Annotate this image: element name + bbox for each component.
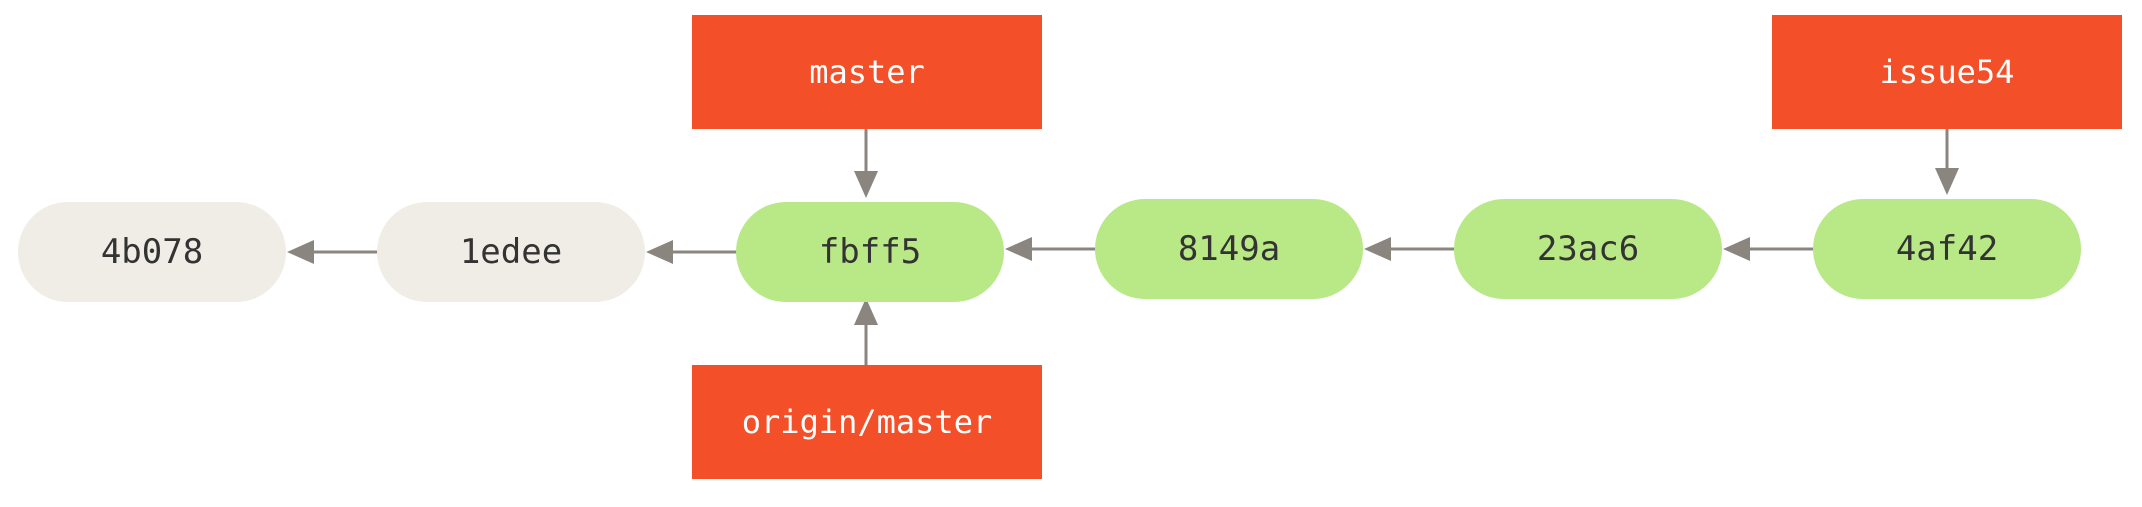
- commit-node-4af42: 4af42: [1813, 199, 2081, 299]
- commit-node-23ac6: 23ac6: [1454, 199, 1722, 299]
- commit-id-label: 4af42: [1895, 229, 1999, 269]
- commit-id-label: 8149a: [1177, 229, 1281, 269]
- parent-link-23ac6-to-8149a: [1364, 237, 1455, 261]
- ref-label: issue54: [1879, 53, 2015, 91]
- ref-pointer-origin-master: [854, 298, 878, 365]
- ref-label: master: [809, 53, 925, 91]
- commit-node-1edee: 1edee: [377, 202, 645, 302]
- commit-node-4b078: 4b078: [18, 202, 286, 302]
- ref-box-origin-master: origin/master: [692, 365, 1042, 479]
- commit-id-label: 4b078: [100, 232, 204, 272]
- parent-link-4af42-to-23ac6: [1723, 237, 1814, 261]
- commit-id-label: 23ac6: [1536, 229, 1640, 269]
- ref-pointer-issue54: [1935, 129, 1959, 195]
- commit-node-8149a: 8149a: [1095, 199, 1363, 299]
- ref-pointer-master: [854, 129, 878, 198]
- parent-link-1edee-to-4b078: [287, 240, 378, 264]
- commit-id-label: fbff5: [818, 232, 922, 272]
- ref-label: origin/master: [741, 403, 993, 441]
- ref-box-issue54: issue54: [1772, 15, 2122, 129]
- parent-link-fbff5-to-1edee: [646, 240, 737, 264]
- commit-node-fbff5: fbff5: [736, 202, 1004, 302]
- commit-id-label: 1edee: [459, 232, 563, 272]
- parent-link-8149a-to-fbff5: [1005, 237, 1096, 261]
- ref-box-master: master: [692, 15, 1042, 129]
